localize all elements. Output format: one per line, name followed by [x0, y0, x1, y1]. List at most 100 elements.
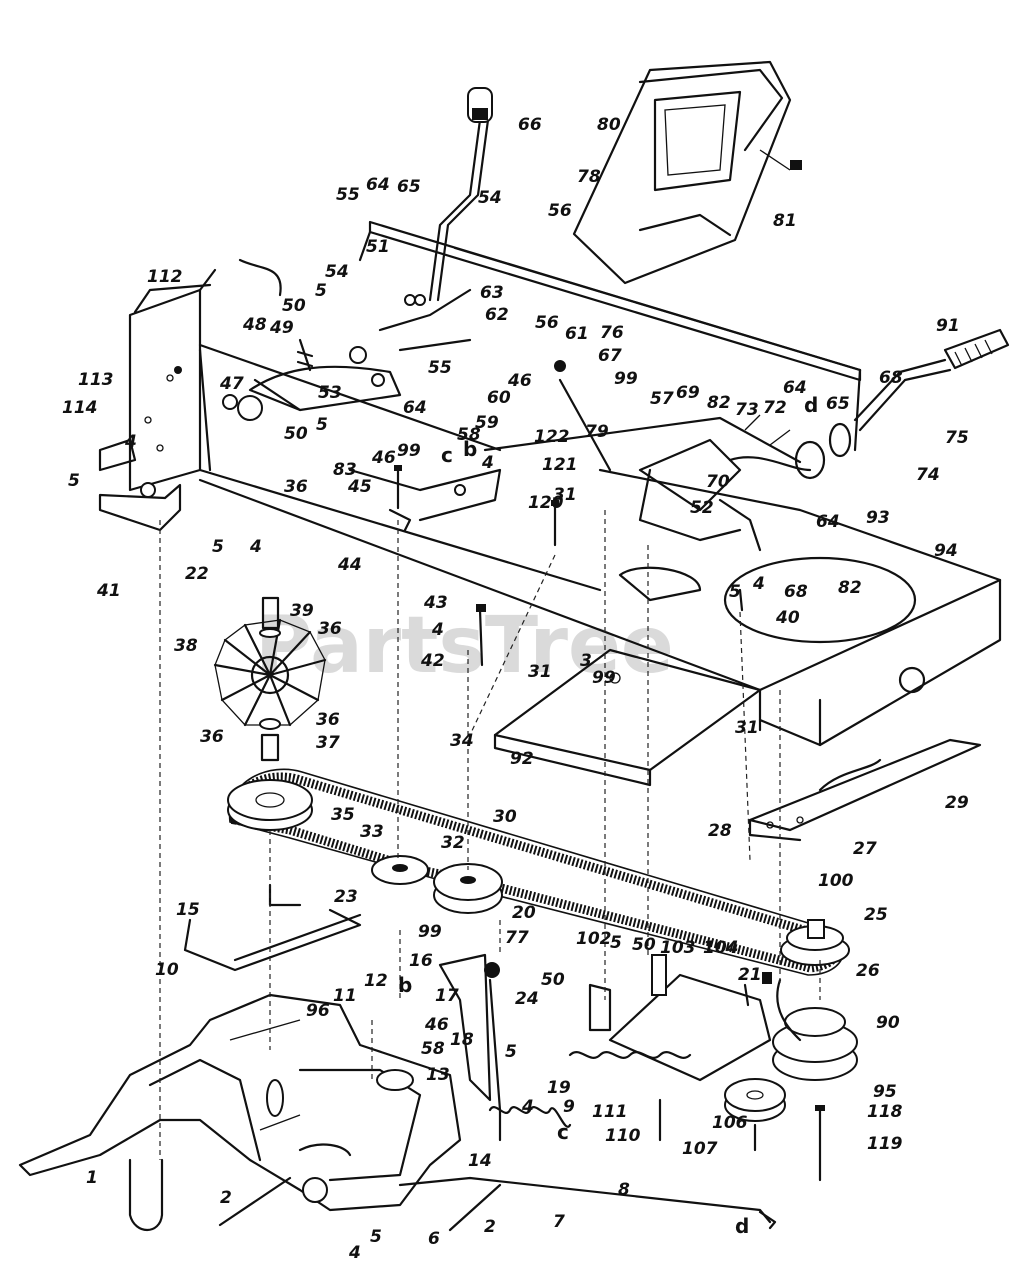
shift-lever-54 — [428, 87, 493, 302]
callout-50: 50 — [541, 970, 565, 990]
callout-93: 93 — [866, 508, 890, 528]
callout-103: 103 — [660, 938, 696, 958]
callout-61: 61 — [565, 324, 589, 344]
callout-46: 46 — [507, 371, 532, 391]
callout-6: 6 — [428, 1229, 440, 1249]
callout-44: 44 — [337, 555, 362, 575]
callout-37: 37 — [316, 733, 340, 753]
callout-13: 13 — [426, 1065, 450, 1085]
callout-119: 119 — [867, 1134, 903, 1154]
callout-4: 4 — [249, 537, 262, 557]
callout-38: 38 — [174, 636, 198, 656]
callout-24: 24 — [515, 989, 539, 1009]
callout-42: 42 — [420, 651, 445, 671]
callout-21: 21 — [738, 965, 762, 985]
callout-99: 99 — [397, 441, 421, 461]
callout-83: 83 — [333, 460, 357, 480]
callout-90: 90 — [876, 1013, 900, 1033]
lift-handle-75 — [794, 328, 1010, 480]
callout-50: 50 — [284, 424, 308, 444]
callout-68: 68 — [879, 368, 903, 388]
callout-112: 112 — [147, 267, 183, 287]
left-bracket-41 — [98, 366, 182, 532]
callout-74: 74 — [916, 465, 940, 485]
idler-pulley-32 — [433, 863, 503, 914]
callout-65: 65 — [397, 177, 421, 197]
brake-rod-8 — [398, 1106, 777, 1230]
callout-76: 76 — [600, 323, 624, 343]
callout-118: 118 — [867, 1102, 903, 1122]
callout-92: 92 — [510, 749, 534, 769]
callout-70: 70 — [706, 472, 730, 492]
callout-95: 95 — [873, 1082, 897, 1102]
callout-4: 4 — [124, 432, 137, 452]
callout-60: 60 — [487, 388, 511, 408]
callout-106: 106 — [712, 1113, 748, 1133]
callout-55: 55 — [336, 185, 360, 205]
callout-56: 56 — [548, 201, 572, 221]
callout-46: 46 — [424, 1015, 449, 1035]
callout-94: 94 — [934, 541, 958, 561]
callout-34: 34 — [450, 731, 474, 751]
callout-9: 9 — [563, 1097, 575, 1117]
frame-left-side — [128, 258, 602, 592]
callout-5: 5 — [68, 471, 80, 491]
bracket-29 — [748, 738, 982, 842]
callout-69: 69 — [676, 383, 700, 403]
letter-mark-b: b — [463, 437, 477, 461]
upper-bracket-cluster — [222, 288, 502, 532]
callout-5: 5 — [315, 281, 327, 301]
callout-39: 39 — [290, 601, 314, 621]
callout-77: 77 — [505, 928, 529, 948]
callout-82: 82 — [707, 393, 731, 413]
callout-47: 47 — [219, 374, 244, 394]
callout-19: 19 — [547, 1078, 571, 1098]
callout-57: 57 — [650, 389, 674, 409]
callout-100: 100 — [818, 871, 854, 891]
u-bolt-1 — [128, 1158, 164, 1231]
callout-31: 31 — [735, 718, 759, 738]
callout-52: 52 — [690, 498, 714, 518]
callout-80: 80 — [597, 115, 621, 135]
assembly-lines — [159, 510, 821, 1160]
letter-mark-c: c — [441, 443, 453, 467]
callout-62: 62 — [485, 305, 509, 325]
cooling-fan-38 — [213, 596, 327, 762]
callout-2: 2 — [220, 1188, 232, 1208]
callout-43: 43 — [423, 593, 448, 613]
callout-35: 35 — [331, 805, 355, 825]
callout-64: 64 — [403, 398, 427, 418]
callout-64: 64 — [816, 512, 840, 532]
idler-bracket-104 — [588, 954, 772, 1082]
callout-79: 79 — [585, 422, 609, 442]
callout-64: 64 — [366, 175, 390, 195]
crossmember-92 — [493, 648, 762, 787]
spring-111 — [568, 1051, 692, 1059]
callout-66: 66 — [518, 115, 542, 135]
engine-pulley-36 — [227, 779, 313, 831]
letter-mark-d: d — [804, 393, 818, 417]
callout-36: 36 — [284, 477, 308, 497]
callout-15: 15 — [176, 900, 200, 920]
callout-114: 114 — [62, 398, 98, 418]
letter-mark-d: d — [735, 1214, 749, 1238]
callout-54: 54 — [325, 262, 349, 282]
watermark: PartsTree — [255, 601, 674, 691]
callout-46: 46 — [371, 448, 396, 468]
callout-73: 73 — [735, 400, 759, 420]
callout-99: 99 — [614, 369, 638, 389]
callout-5: 5 — [316, 415, 328, 435]
callout-33: 33 — [360, 822, 384, 842]
callout-2: 2 — [484, 1217, 496, 1237]
callout-32: 32 — [441, 833, 465, 853]
callout-5: 5 — [370, 1227, 382, 1247]
callout-99: 99 — [418, 922, 442, 942]
linkage-rods — [483, 360, 812, 552]
callout-82: 82 — [838, 578, 862, 598]
callout-14: 14 — [468, 1151, 492, 1171]
callout-40: 40 — [775, 608, 800, 628]
callout-16: 16 — [409, 951, 433, 971]
